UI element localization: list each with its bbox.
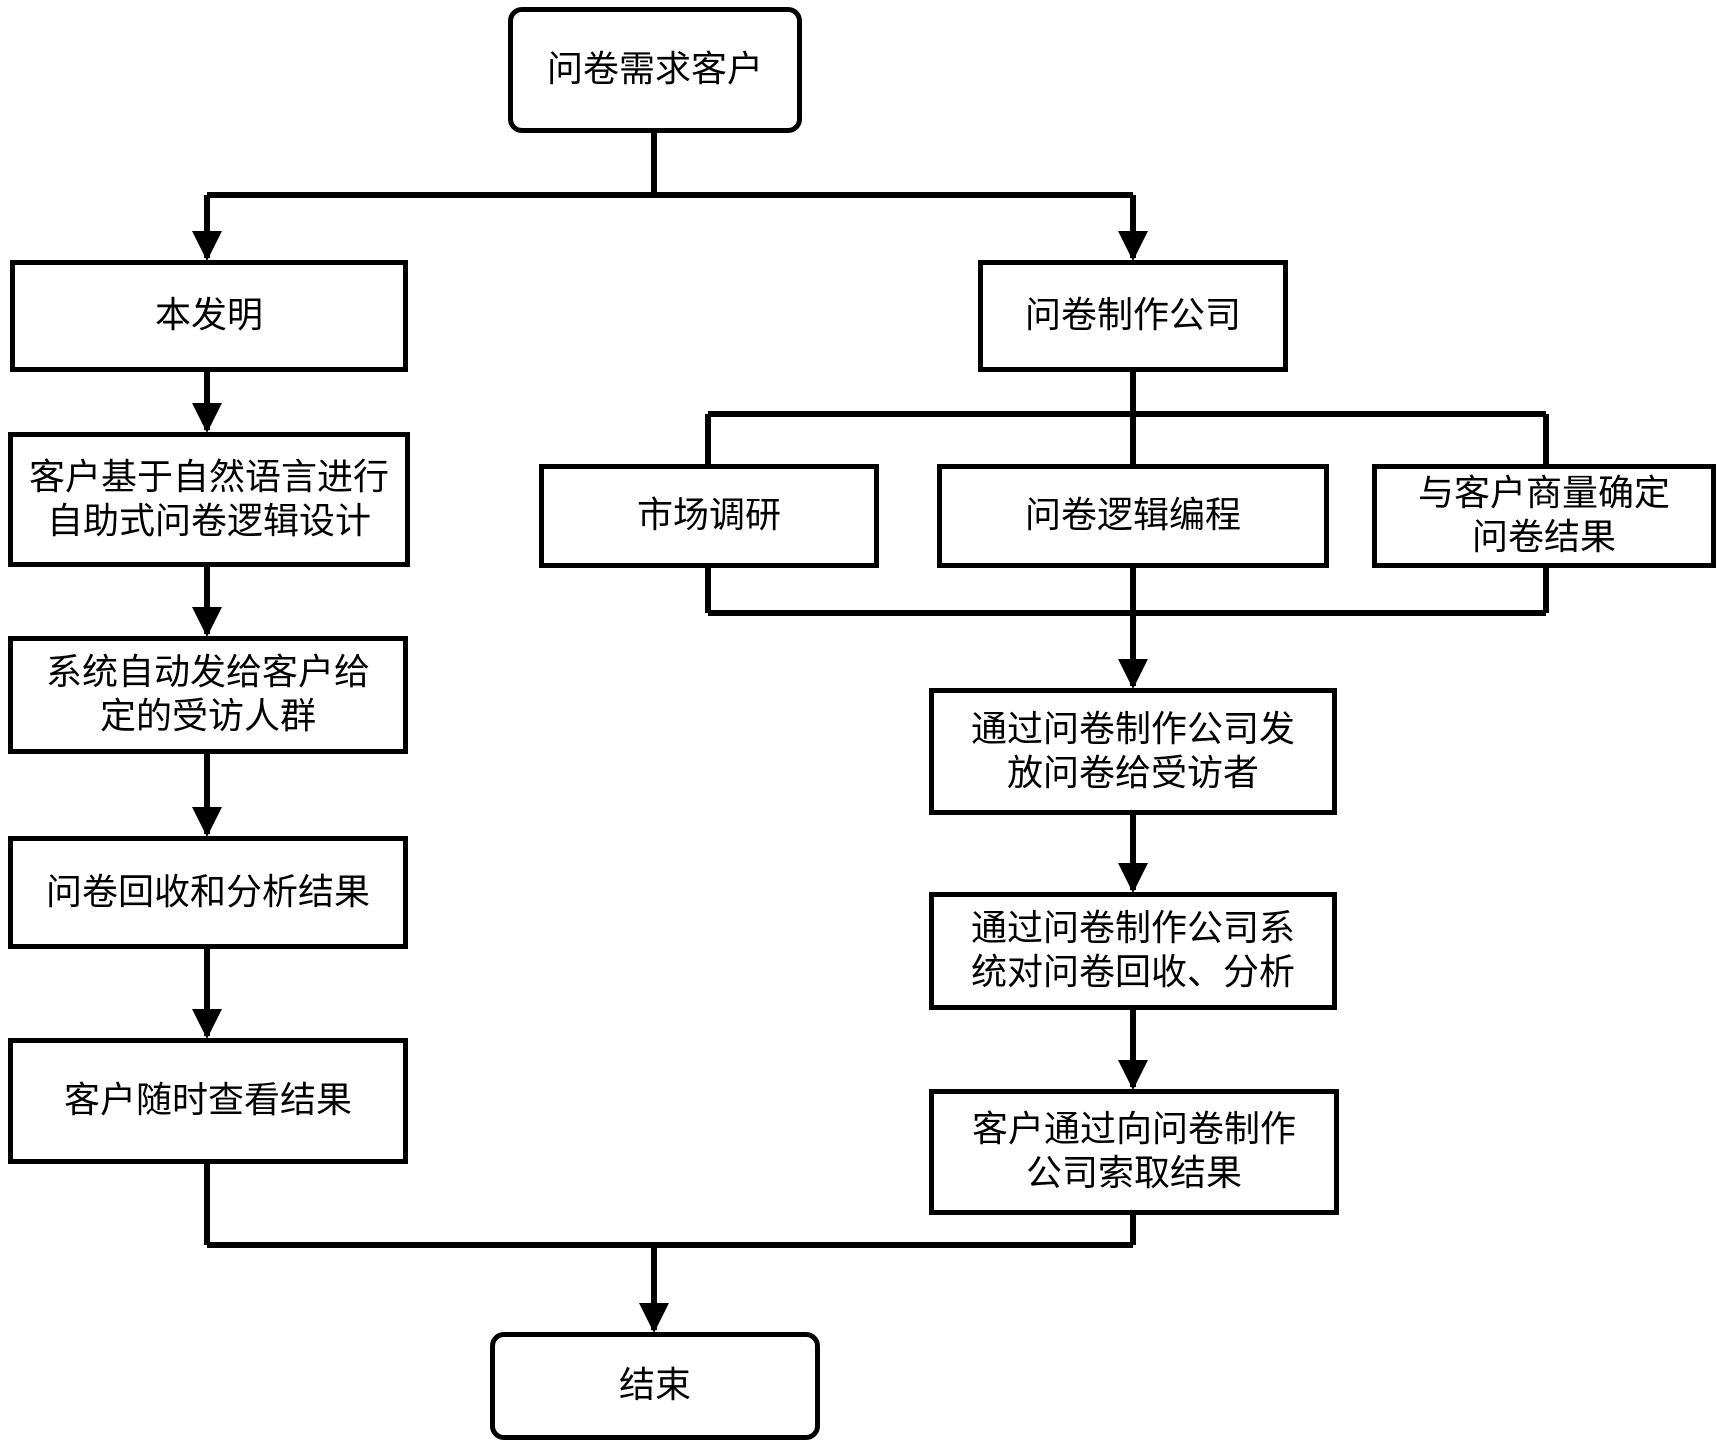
confirm-with-client-node: 与客户商量确定 问卷结果 — [1372, 464, 1716, 568]
company-distribute-label: 通过问卷制作公司发 放问卷给受访者 — [971, 708, 1295, 796]
end-node: 结束 — [490, 1332, 820, 1440]
market-research-label: 市场调研 — [637, 494, 781, 538]
end-label: 结束 — [619, 1364, 691, 1408]
confirm-with-client-label: 与客户商量确定 问卷结果 — [1418, 472, 1670, 560]
auto-send-node: 系统自动发给客户给 定的受访人群 — [8, 636, 408, 754]
company-system-label: 通过问卷制作公司系 统对问卷回收、分析 — [971, 907, 1295, 995]
client-request-label: 客户通过向问卷制作 公司索取结果 — [972, 1108, 1296, 1196]
client-request-node: 客户通过向问卷制作 公司索取结果 — [929, 1089, 1339, 1215]
collect-analyze-label: 问卷回收和分析结果 — [46, 871, 370, 915]
view-results-node: 客户随时查看结果 — [8, 1038, 408, 1164]
auto-send-label: 系统自动发给客户给 定的受访人群 — [46, 651, 370, 739]
company-distribute-node: 通过问卷制作公司发 放问卷给受访者 — [929, 688, 1337, 815]
logic-programming-node: 问卷逻辑编程 — [937, 464, 1329, 568]
logic-programming-label: 问卷逻辑编程 — [1025, 494, 1241, 538]
start-label: 问卷需求客户 — [547, 48, 763, 92]
start-node: 问卷需求客户 — [508, 7, 802, 133]
company-node: 问卷制作公司 — [978, 260, 1288, 372]
view-results-label: 客户随时查看结果 — [64, 1079, 352, 1123]
company-label: 问卷制作公司 — [1025, 294, 1241, 338]
connector-branch-merge — [708, 566, 1546, 613]
invention-label: 本发明 — [155, 294, 263, 338]
self-design-label: 客户基于自然语言进行 自助式问卷逻辑设计 — [29, 456, 389, 544]
company-system-node: 通过问卷制作公司系 统对问卷回收、分析 — [929, 892, 1337, 1010]
connector-company-branch — [708, 370, 1546, 466]
connector-start-split — [207, 130, 1133, 195]
self-design-node: 客户基于自然语言进行 自助式问卷逻辑设计 — [8, 432, 410, 567]
collect-analyze-node: 问卷回收和分析结果 — [8, 836, 408, 949]
invention-node: 本发明 — [10, 260, 408, 372]
market-research-node: 市场调研 — [539, 464, 879, 568]
